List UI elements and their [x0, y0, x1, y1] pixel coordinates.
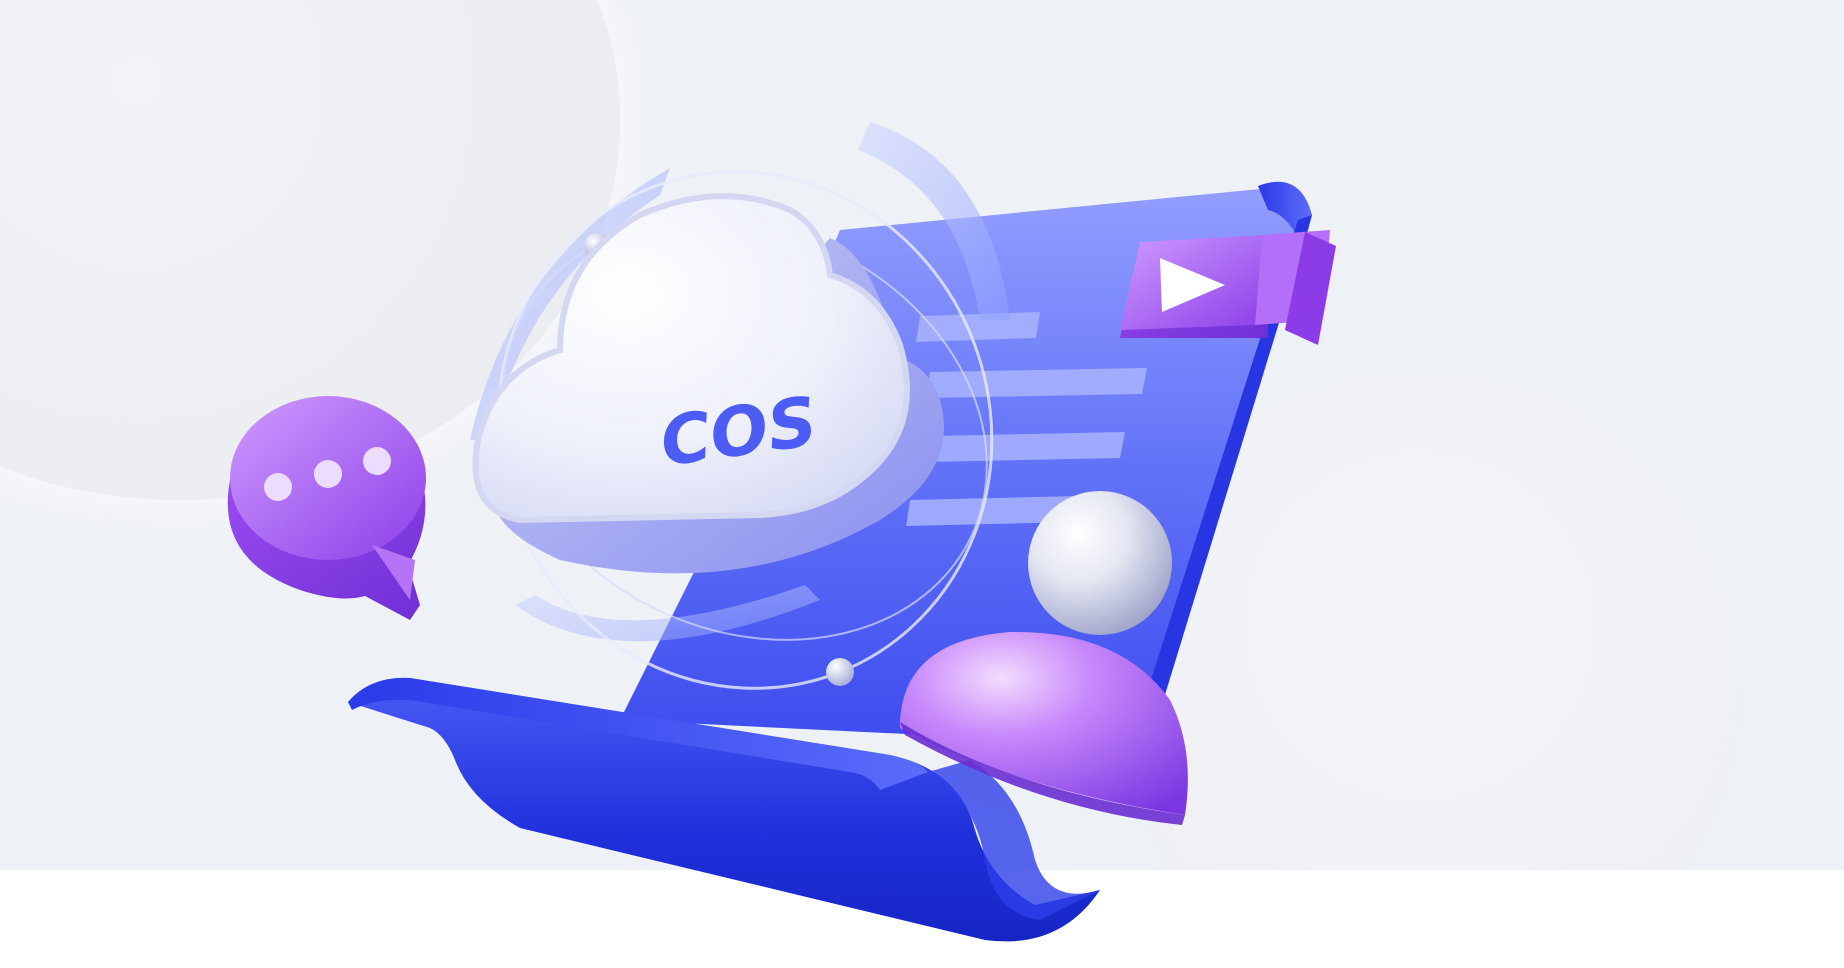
document-lines [906, 312, 1147, 526]
chat-bubble-icon [227, 396, 426, 620]
chat-dot-3 [363, 447, 391, 475]
cloud-storage-icon: COS [472, 193, 944, 574]
play-triangle [1160, 258, 1225, 312]
user-avatar-icon [900, 631, 1188, 825]
video-play-icon [1120, 230, 1336, 345]
silver-sphere [1028, 491, 1172, 635]
chat-dot-1 [264, 473, 292, 501]
orbit-ball-bottom [826, 658, 854, 686]
chat-dot-2 [314, 460, 342, 488]
